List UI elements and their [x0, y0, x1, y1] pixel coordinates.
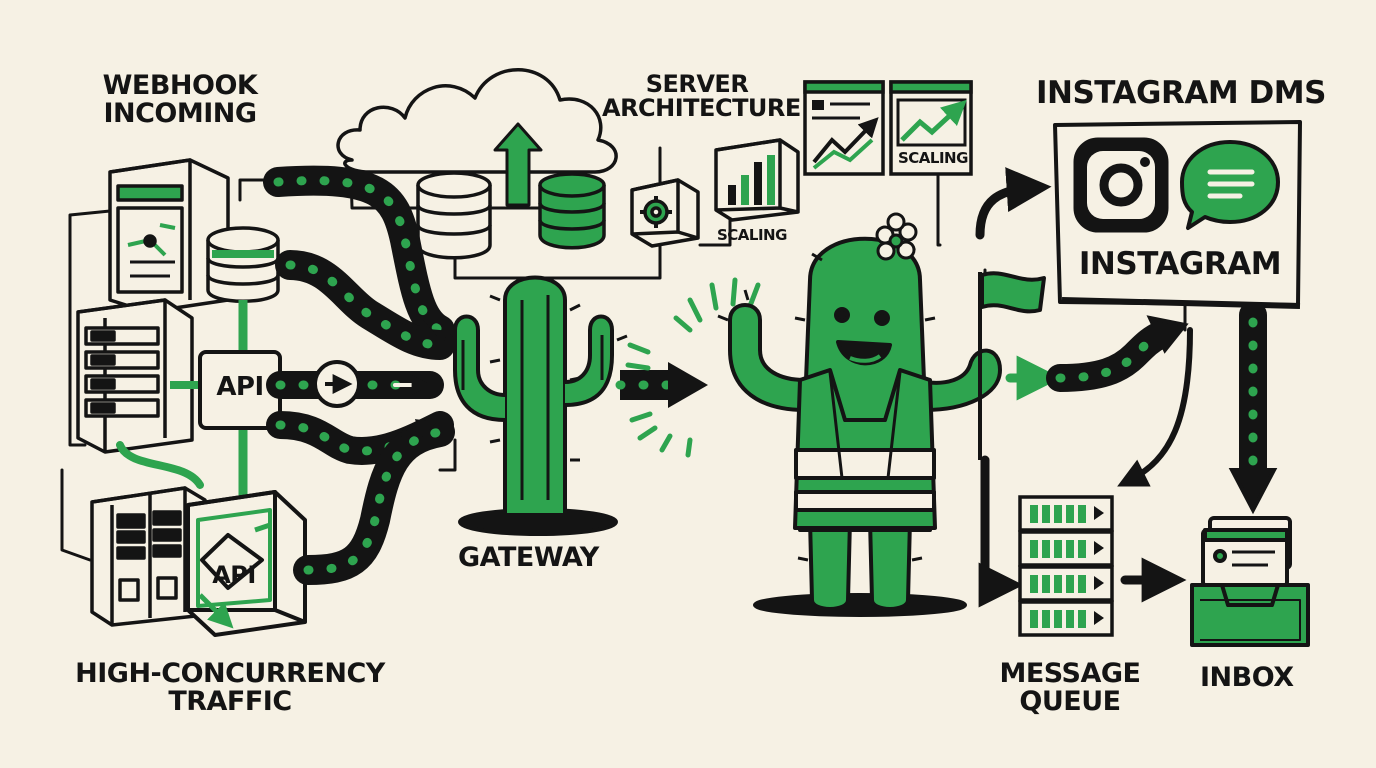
- api-sign-label: API: [216, 372, 264, 402]
- message-queue-stack-icon: [1018, 495, 1114, 637]
- instagram-dms-label: INSTAGRAM DMs: [1036, 75, 1326, 111]
- server-rack-icon: [108, 158, 230, 314]
- cactus-gateway-icon: [439, 275, 628, 536]
- cloud-icon: [336, 68, 618, 174]
- arrow-icon: [975, 167, 1187, 608]
- message-queue-line-2: QUEUE: [1019, 685, 1121, 717]
- scaling-label-right: SCALING: [898, 149, 968, 167]
- arrow-icon: [1046, 301, 1278, 515]
- arrow-icon: [393, 316, 438, 438]
- webhook-incoming-label: WEBHOOK INCOMING: [80, 72, 280, 127]
- database-icon: [416, 171, 492, 260]
- api-cube: [186, 490, 307, 635]
- server-architecture-line-2: ARCHITECTURE: [602, 94, 801, 123]
- database-icon: [538, 172, 606, 250]
- arrow-icon: [313, 360, 361, 408]
- instagram-logo-icon: [1073, 137, 1169, 233]
- database-icon: [206, 226, 280, 303]
- chat-bubble-icon: [1180, 140, 1280, 230]
- high-concurrency-line-1: HIGH-CONCURRENCY: [75, 658, 385, 689]
- api-cube-label: API: [212, 561, 256, 589]
- arrow-icon: [615, 362, 708, 408]
- server-rack-icon: [76, 298, 194, 454]
- api-sign: [170, 300, 282, 500]
- gateway-label: GATEWAY: [458, 542, 599, 573]
- line-chart-icon: [803, 80, 885, 176]
- webhook-incoming-line-2: INCOMING: [103, 97, 257, 129]
- cactus-mascot-icon: [717, 212, 1002, 617]
- server-architecture-label: SERVER ARCHITECTURE: [602, 70, 801, 123]
- message-queue-line-1: MESSAGE: [999, 658, 1142, 689]
- line-chart-icon: [889, 80, 973, 176]
- instagram-label: INSTAGRAM: [1078, 246, 1282, 282]
- inbox-tray-icon: [1190, 516, 1310, 647]
- sparkle-marks: [625, 277, 761, 458]
- green-pipe: [116, 441, 204, 489]
- scaling-label-left: SCALING: [717, 226, 787, 244]
- flag-icon: [978, 271, 1046, 460]
- high-concurrency-traffic-label: HIGH-CONCURRENCY TRAFFIC: [60, 660, 400, 715]
- gear-box-icon: [630, 178, 700, 248]
- high-concurrency-line-2: TRAFFIC: [168, 685, 292, 717]
- webhook-incoming-line-1: WEBHOOK: [102, 70, 258, 101]
- server-rack-icon: [90, 486, 207, 627]
- inbox-label: INBOX: [1200, 662, 1294, 693]
- flower-icon: [875, 212, 918, 261]
- bar-chart-icon: [714, 138, 800, 222]
- arrow-icon: [493, 122, 543, 207]
- server-architecture-line-1: SERVER: [645, 70, 749, 98]
- message-queue-label: MESSAGE QUEUE: [985, 660, 1155, 715]
